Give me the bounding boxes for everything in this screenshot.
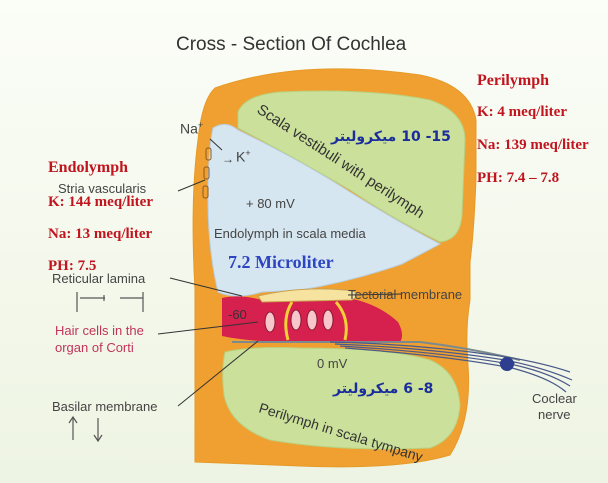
hair-cells bbox=[264, 309, 334, 333]
perilymph-k: K: 4 meq/liter bbox=[477, 104, 567, 120]
basilar-membrane-label: Basilar membrane bbox=[52, 399, 158, 414]
scala-tympani bbox=[222, 347, 461, 450]
endolymph-media-label: Endolymph in scala media bbox=[214, 226, 366, 241]
reticular-lamina-label: Reticular lamina bbox=[52, 271, 146, 286]
pointer-lines bbox=[157, 138, 403, 407]
hair-cells-label-line1: Hair cells in the bbox=[55, 323, 144, 338]
perilymph-heading: Perilymph bbox=[477, 72, 549, 89]
tectorial-membrane bbox=[257, 288, 358, 303]
media-volume: 7.2 Microliter bbox=[228, 252, 334, 272]
cochlear-nerve bbox=[329, 341, 573, 393]
scala-vestibuli bbox=[237, 90, 466, 243]
perilymph-ph: PH: 7.4 – 7.8 bbox=[477, 170, 560, 186]
stria-vascularis-label: Stria vascularis bbox=[58, 181, 147, 196]
supporting-cells bbox=[284, 301, 348, 341]
endolymph-na: Na: 13 meq/liter bbox=[48, 226, 153, 242]
stria-vascularis bbox=[202, 147, 212, 199]
perilymph-na: Na: 139 meq/liter bbox=[477, 137, 589, 153]
nerve-ganglion-icon bbox=[499, 357, 515, 371]
plus-80mv-label: + 80 mV bbox=[246, 196, 295, 211]
reticular-arrows bbox=[76, 292, 144, 312]
zero-mv-label: 0 mV bbox=[317, 356, 348, 371]
tympani-volume: 8- 6 ميكروليتر bbox=[333, 381, 434, 397]
minus-60mv-label: -60 bbox=[228, 307, 247, 322]
endolymph-heading: Endolymph bbox=[48, 159, 129, 176]
basilar-arrows bbox=[68, 415, 103, 443]
vestibuli-volume: 15- 10 ميكروليتر bbox=[331, 129, 451, 145]
endolymph-ph: PH: 7.5 bbox=[48, 258, 97, 274]
endolymph-k: K: 144 meq/liter bbox=[48, 194, 153, 210]
cochlear-nerve-label-line1: Coclear bbox=[532, 391, 577, 406]
cochlear-nerve-label-line2: nerve bbox=[538, 407, 571, 422]
k-arrow-icon: → bbox=[222, 152, 234, 166]
hair-cells-label-line2: organ of Corti bbox=[55, 340, 134, 355]
k-ion-label: K+ bbox=[236, 148, 251, 165]
tectorial-membrane-label: Tectorial membrane bbox=[348, 287, 463, 302]
diagram-title: Cross - Section Of Cochlea bbox=[176, 34, 407, 55]
scala-media bbox=[207, 124, 442, 297]
na-ion-label: Na+ bbox=[180, 120, 204, 137]
